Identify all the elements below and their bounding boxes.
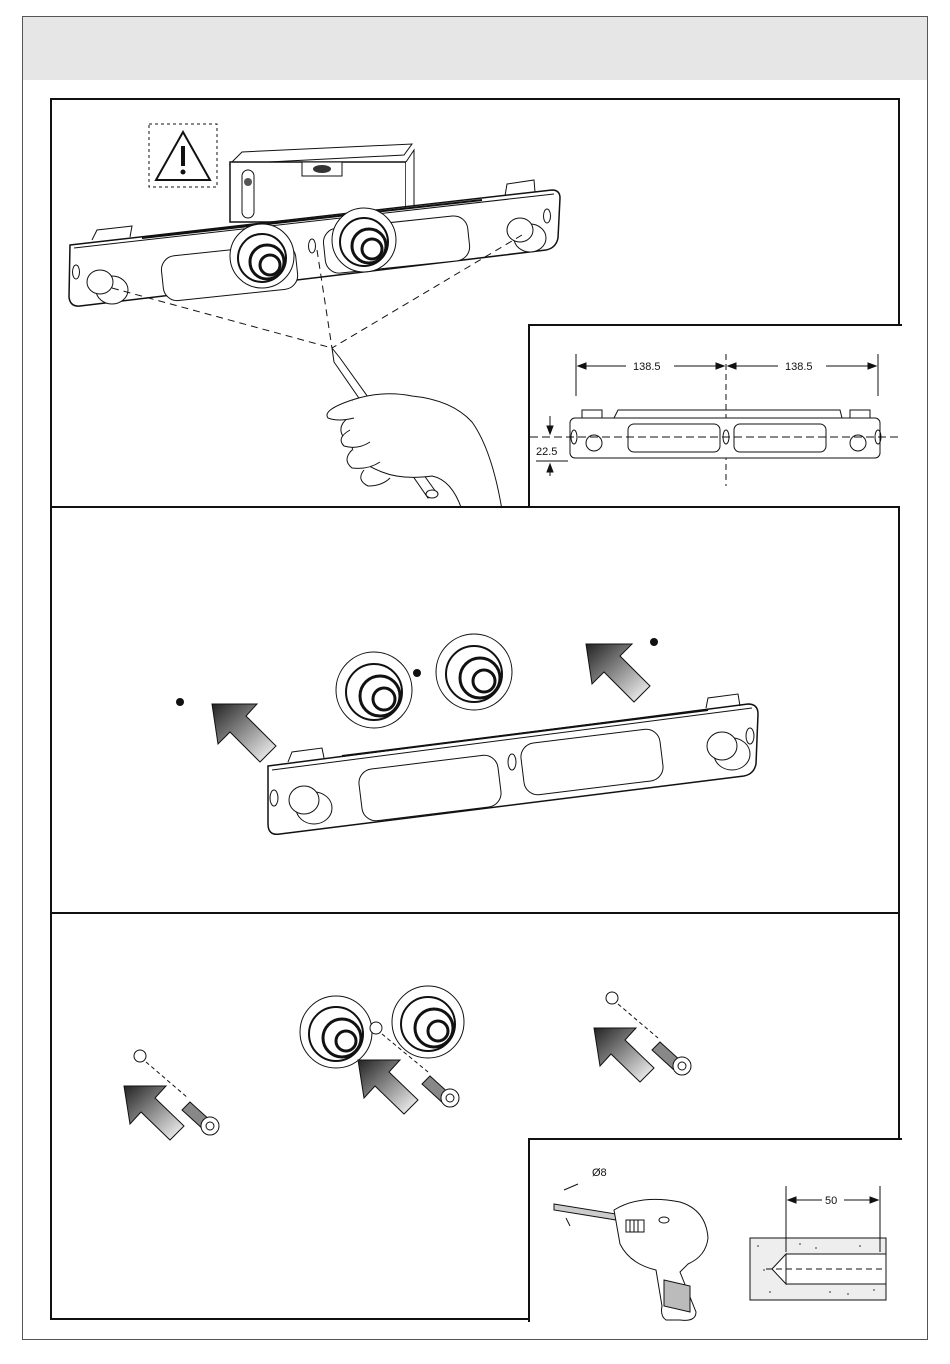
- wall-plug-right: [594, 992, 691, 1082]
- water-outlet-right: [332, 208, 396, 272]
- push-arrow-icon: [358, 1060, 418, 1114]
- dimension-drawing: 138.5 138.5 22.5: [530, 326, 902, 510]
- drill-mark-right: [650, 638, 658, 646]
- drill-drawing: Ø8 50: [530, 1140, 902, 1322]
- warning-triangle-icon: [149, 124, 217, 187]
- mounting-bracket: [268, 694, 758, 834]
- dimension-inset: 138.5 138.5 22.5: [528, 324, 902, 510]
- water-outlet-left: [336, 652, 412, 728]
- water-outlet-left: [300, 996, 372, 1068]
- push-arrow-icon: [124, 1086, 184, 1140]
- drill-hole-depth: 50: [825, 1195, 837, 1207]
- header-band: [23, 17, 927, 80]
- water-outlet-left: [230, 224, 294, 288]
- dimension-left: 138.5: [633, 361, 661, 373]
- water-outlet-right: [436, 634, 512, 710]
- dimension-right: 138.5: [785, 361, 813, 373]
- wall-plug-left: [124, 1050, 219, 1140]
- pencil-hand: [327, 348, 502, 510]
- drill-mark-left: [176, 698, 184, 706]
- water-outlet-right: [392, 986, 464, 1058]
- drill-inset: Ø8 50: [528, 1138, 902, 1322]
- dimension-vertical: 22.5: [536, 446, 557, 458]
- drill-bit-diameter: Ø8: [592, 1167, 607, 1179]
- step3-panel: Ø8 50: [50, 912, 900, 1320]
- step2-panel: [50, 506, 900, 914]
- push-arrow-icon: [212, 704, 276, 762]
- step2-illustration: [52, 508, 902, 916]
- push-arrow-icon: [586, 644, 650, 702]
- push-arrow-icon: [594, 1028, 654, 1082]
- drill-mark-center: [413, 669, 421, 677]
- step1-panel: 138.5 138.5 22.5: [50, 98, 900, 508]
